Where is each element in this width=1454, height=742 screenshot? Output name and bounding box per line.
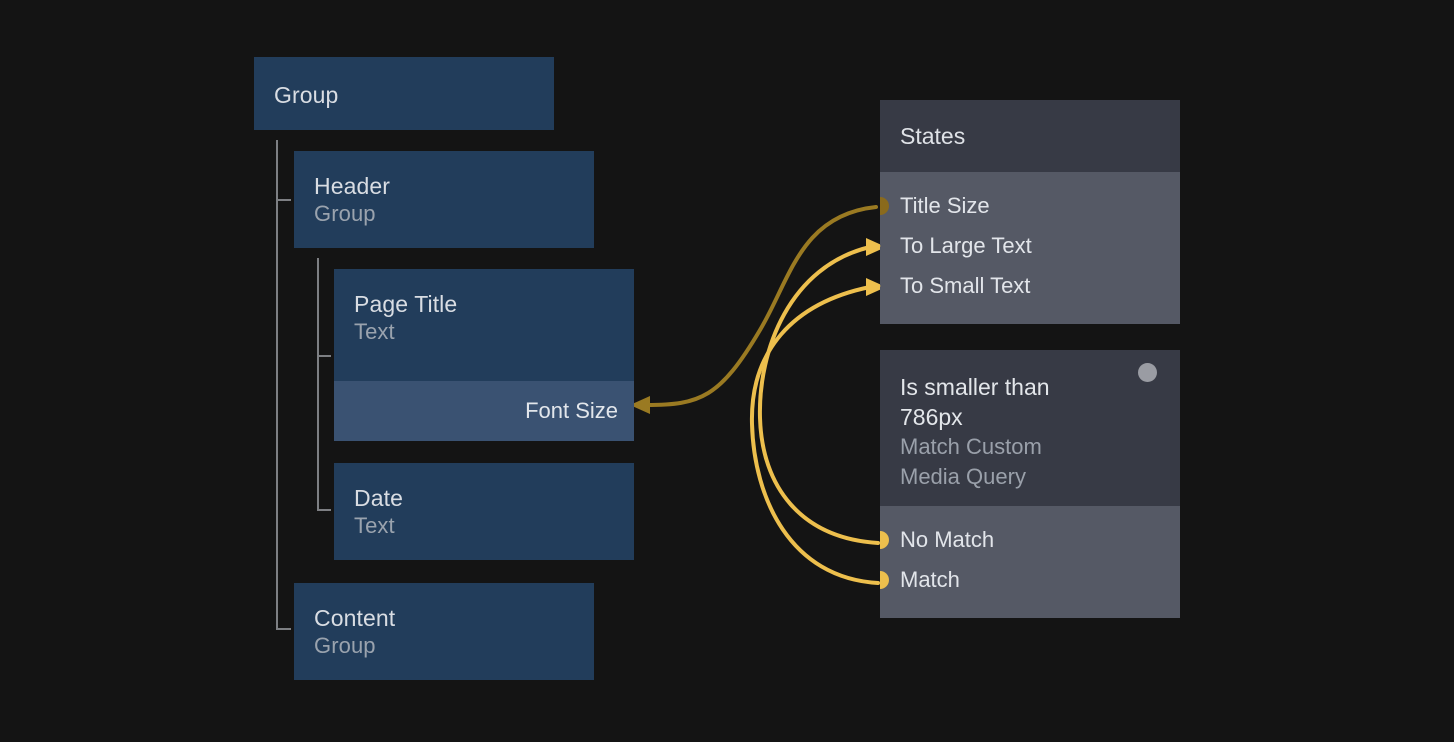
port-row-title-size[interactable]: Title Size	[880, 186, 1180, 226]
tree-node-header-title: Header	[314, 173, 391, 199]
tree-node-group[interactable]: Group	[254, 57, 554, 130]
port-row-no-match[interactable]: No Match	[880, 520, 1180, 560]
tree-node-content-title: Content	[314, 605, 396, 631]
tree-connector-page-title-tick	[317, 355, 331, 357]
panel-media-query[interactable]: Is smaller than 786px Match Custom Media…	[880, 350, 1180, 618]
tree-node-content[interactable]: Content Group	[294, 583, 594, 680]
status-dot-icon[interactable]	[1138, 363, 1157, 382]
tree-node-date[interactable]: Date Text	[334, 463, 634, 560]
tree-connector-header-trunk	[317, 258, 331, 511]
tree-node-date-subtitle: Text	[354, 513, 395, 538]
tree-node-page-title-subtitle: Text	[354, 319, 395, 344]
wire-title-size-to-font-size	[644, 205, 878, 407]
media-query-condition-line-1: Is smaller than	[900, 374, 1050, 400]
tree-connector-header-tick	[276, 199, 291, 201]
tree-node-group-body: Group	[254, 57, 554, 109]
tree-node-date-title: Date	[354, 485, 403, 511]
media-query-type-line-1: Match Custom	[900, 434, 1042, 459]
tree-connector-group-trunk	[276, 140, 291, 630]
port-label-to-small-text: To Small Text	[900, 273, 1031, 298]
port-label-match: Match	[900, 567, 960, 592]
panel-states[interactable]: States Title Size To Large Text To Small…	[880, 100, 1180, 324]
port-label-title-size: Title Size	[900, 193, 990, 218]
tree-node-date-body: Date Text	[334, 463, 634, 539]
panel-media-query-body: No Match Match	[880, 506, 1180, 618]
tree-node-page-title-title: Page Title	[354, 291, 458, 317]
tree-node-group-title: Group	[274, 82, 339, 108]
port-marker-dot-no-match[interactable]	[880, 531, 889, 549]
media-query-type-line-2: Media Query	[900, 464, 1026, 489]
tree-node-page-title-body: Page Title Text	[334, 269, 634, 345]
tree-node-header-body: Header Group	[294, 151, 594, 227]
tree-node-content-subtitle: Group	[314, 633, 376, 658]
port-marker-arrow-to-small-text[interactable]	[880, 277, 881, 295]
port-marker-arrow-to-large-text[interactable]	[880, 237, 881, 255]
media-query-condition-line-2: 786px	[900, 404, 963, 430]
tree-node-content-body: Content Group	[294, 583, 594, 659]
panel-media-query-header-inner: Is smaller than 786px Match Custom Media…	[880, 350, 1180, 492]
tree-node-header[interactable]: Header Group	[294, 151, 594, 248]
wire-match-to-small-text	[749, 285, 880, 585]
property-label-font-size: Font Size	[525, 398, 618, 423]
port-row-to-large-text[interactable]: To Large Text	[880, 226, 1180, 266]
panel-states-header-inner: States	[880, 100, 1180, 150]
tree-node-page-title[interactable]: Page Title Text Font Size	[334, 269, 634, 441]
panel-states-header: States	[880, 100, 1180, 172]
port-marker-dot-title-size[interactable]	[880, 197, 889, 215]
port-marker-dot-match[interactable]	[880, 571, 889, 589]
port-label-to-large-text: To Large Text	[900, 233, 1032, 258]
panel-states-body: Title Size To Large Text To Small Text	[880, 172, 1180, 324]
tree-node-page-title-property-row[interactable]: Font Size	[334, 381, 634, 441]
port-row-to-small-text[interactable]: To Small Text	[880, 266, 1180, 306]
port-label-no-match: No Match	[900, 527, 995, 552]
tree-node-header-subtitle: Group	[314, 201, 376, 226]
panel-media-query-header: Is smaller than 786px Match Custom Media…	[880, 350, 1180, 506]
panel-states-title: States	[900, 123, 966, 149]
port-row-match[interactable]: Match	[880, 560, 1180, 600]
wire-no-match-to-large-text	[757, 245, 880, 545]
